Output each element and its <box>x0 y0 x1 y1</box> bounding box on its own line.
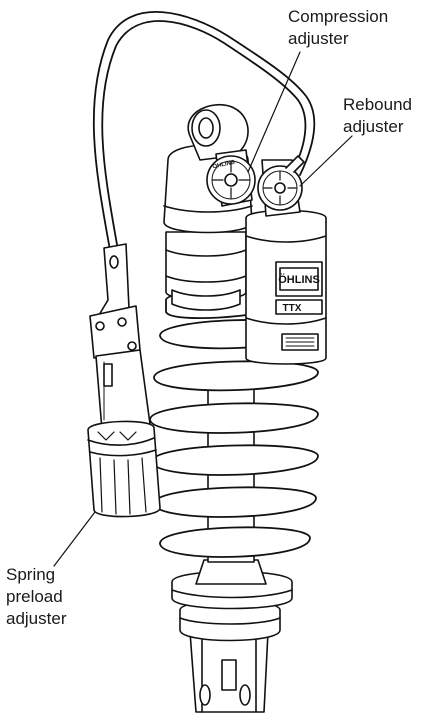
preload-bracket <box>90 244 140 358</box>
reservoir-brand-label: ÖHLINS <box>278 273 320 286</box>
rebound-adjuster-knob <box>258 156 304 216</box>
spring-preload-leader-line <box>54 508 98 566</box>
reservoir-model-label: TTX <box>283 303 302 314</box>
damper-body <box>166 232 246 310</box>
spring-preload-knob <box>88 421 160 516</box>
compression-adjuster-label: Compression adjuster <box>288 6 388 50</box>
compression-leader-line <box>248 52 300 172</box>
lower-mount <box>180 601 280 712</box>
rebound-leader-line <box>300 136 352 186</box>
rebound-adjuster-label: Rebound adjuster <box>343 94 412 138</box>
reservoir-canister <box>246 211 326 365</box>
preload-adjuster-body <box>96 350 150 430</box>
spring-preload-adjuster-label: Spring preload adjuster <box>6 564 66 630</box>
